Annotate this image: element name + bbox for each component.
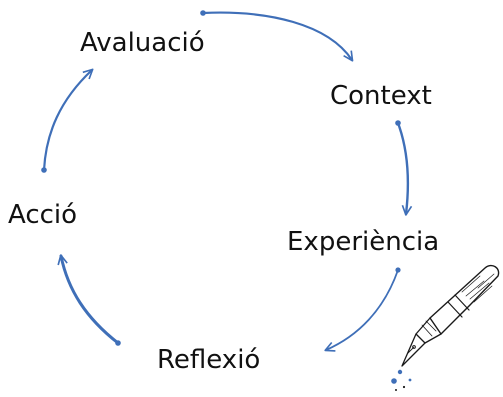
arrow-avaluacio-to-context <box>200 10 354 62</box>
fountain-pen-icon <box>391 264 500 391</box>
stage-label-avaluacio: Avaluació <box>80 28 205 58</box>
arrow-reflexio-to-accio <box>57 254 121 346</box>
arrow-accio-to-avaluacio <box>41 68 94 173</box>
stage-label-experiencia: Experiència <box>287 227 440 257</box>
stage-label-reflexio: Reflexió <box>157 345 261 375</box>
stage-label-accio: Acció <box>8 200 78 230</box>
arrow-experiencia-to-reflexio <box>324 267 401 352</box>
stage-label-context: Context <box>330 81 432 111</box>
arrow-context-to-experiencia <box>395 120 413 216</box>
